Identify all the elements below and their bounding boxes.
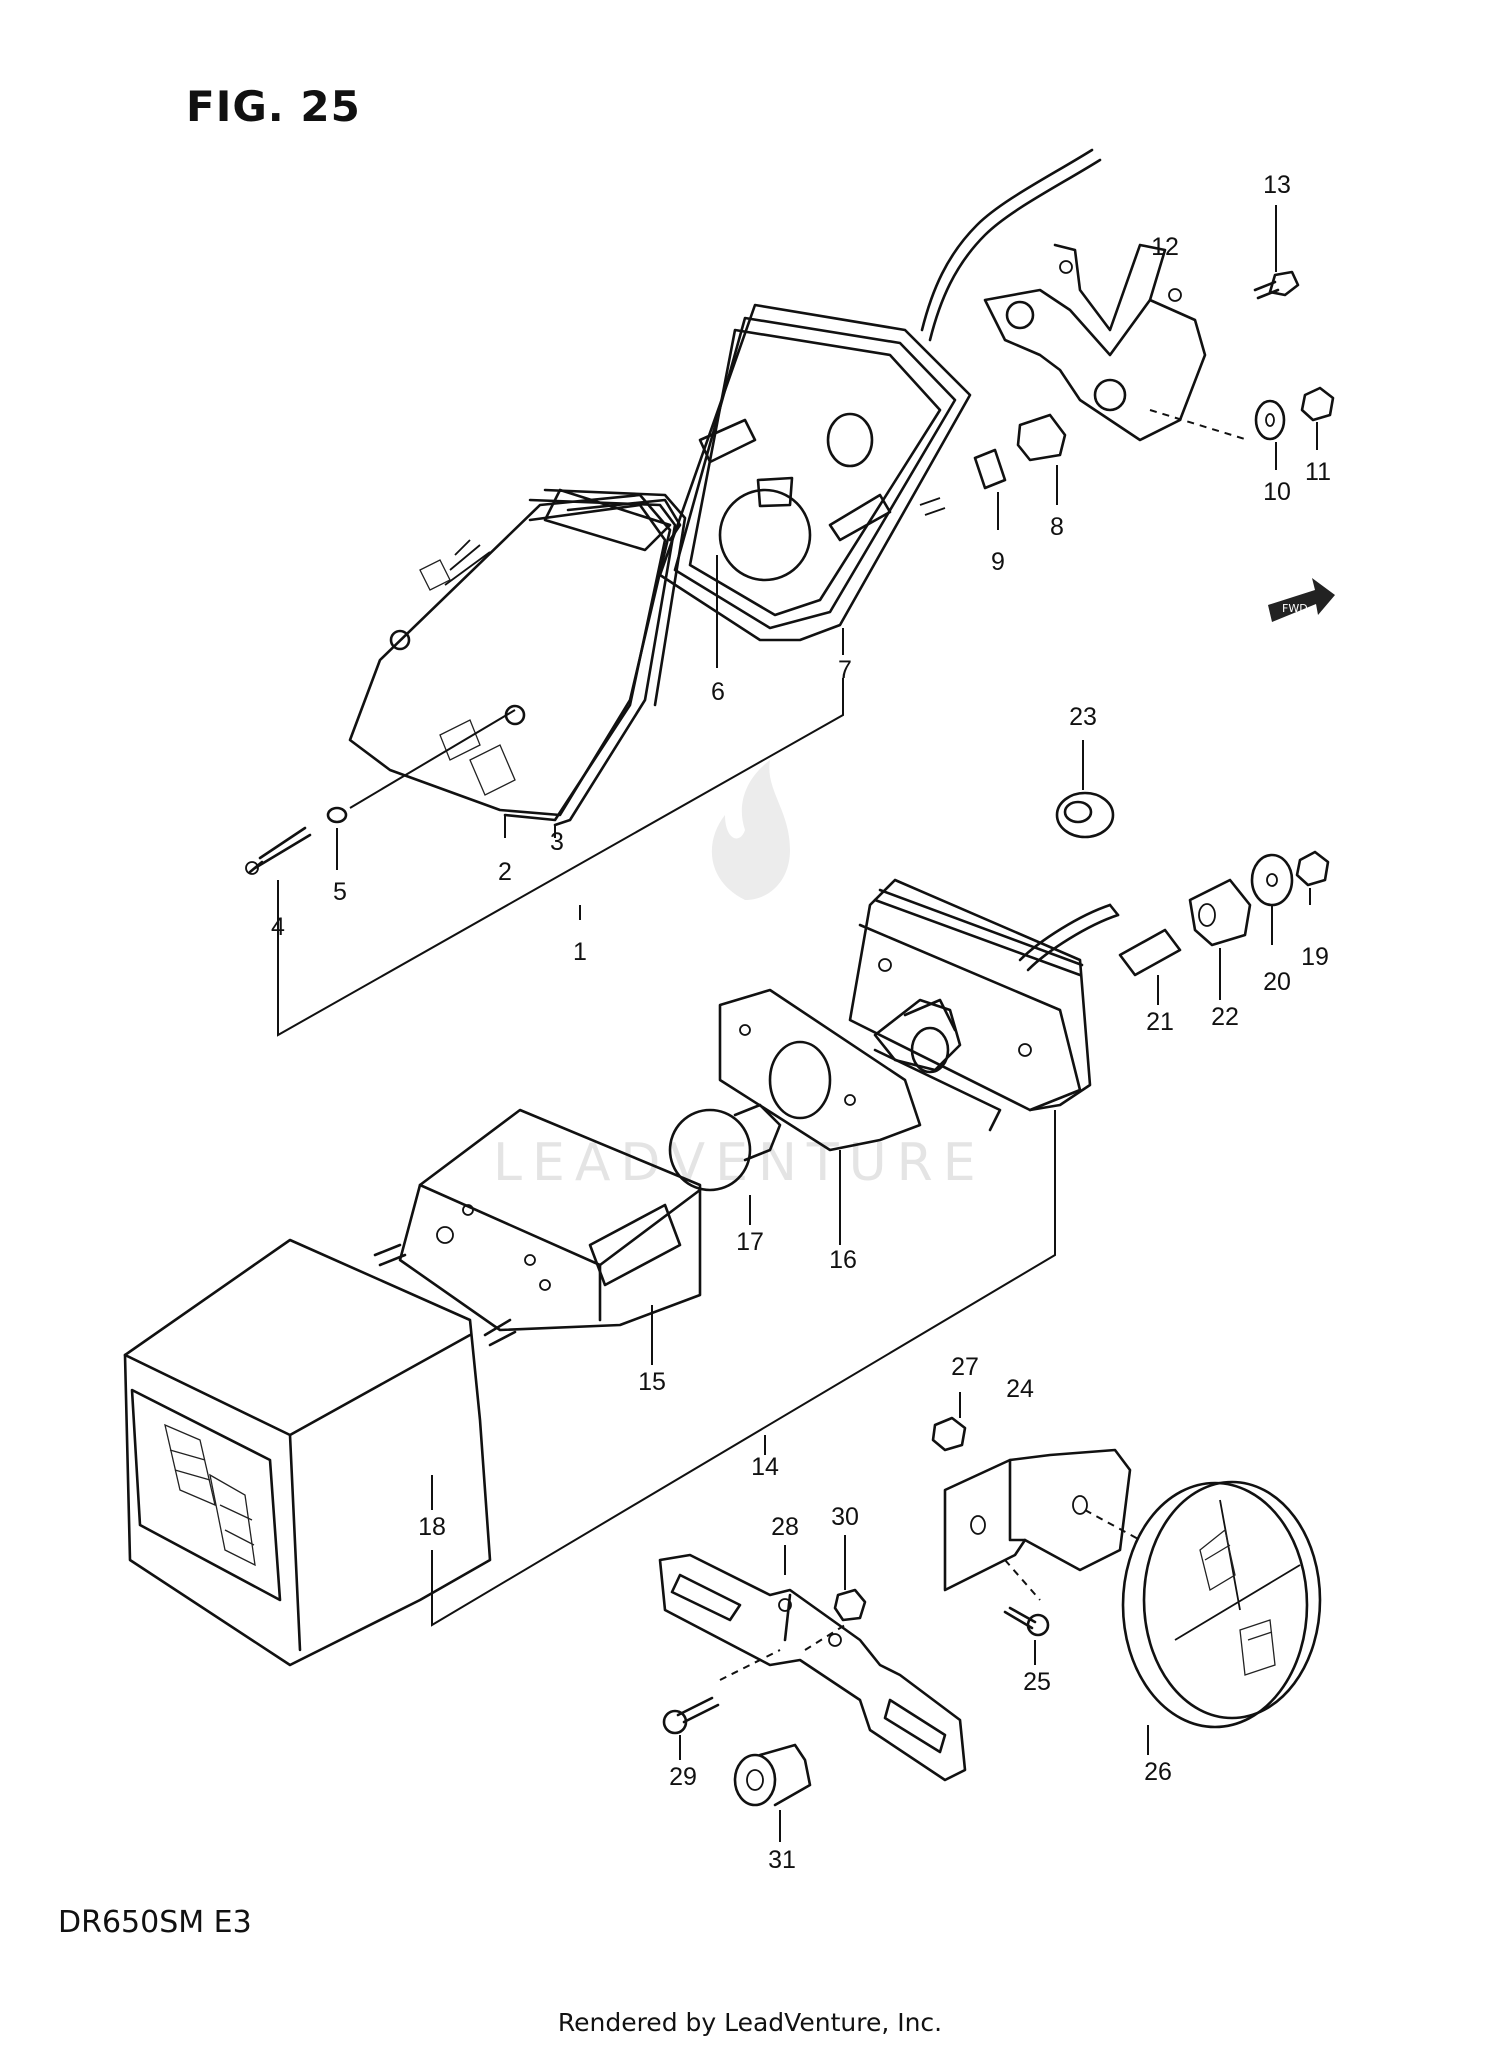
nut-11 bbox=[1300, 386, 1335, 422]
callout-17: 17 bbox=[736, 1228, 764, 1256]
callout-13: 13 bbox=[1263, 171, 1291, 199]
callout-7: 7 bbox=[838, 656, 852, 684]
callout-2: 2 bbox=[498, 858, 512, 886]
lens-gasket bbox=[528, 488, 687, 827]
callout-25: 25 bbox=[1023, 1668, 1051, 1696]
callout-18: 18 bbox=[418, 1513, 446, 1541]
watermark-text: LEADVENTURE bbox=[493, 1133, 986, 1193]
reflector-bracket-24 bbox=[943, 1448, 1132, 1592]
callout-20: 20 bbox=[1263, 968, 1291, 996]
callout-26: 26 bbox=[1144, 1758, 1172, 1786]
collar-21 bbox=[1118, 928, 1182, 977]
callout-27: 27 bbox=[951, 1353, 979, 1381]
figure-title: FIG. 25 bbox=[186, 82, 361, 131]
callout-24: 24 bbox=[1006, 1375, 1034, 1403]
callout-8: 8 bbox=[1050, 513, 1064, 541]
bulb-17 bbox=[668, 1103, 782, 1192]
grommet-8 bbox=[1016, 413, 1067, 462]
tail-lens-18 bbox=[123, 1238, 517, 1667]
rear-reflector-26 bbox=[1121, 1480, 1322, 1729]
washer bbox=[326, 806, 348, 824]
callout-1: 1 bbox=[573, 938, 587, 966]
callout-31: 31 bbox=[768, 1846, 796, 1874]
bulb-socket bbox=[873, 998, 962, 1074]
grommet-22 bbox=[1188, 878, 1252, 947]
callout-12: 12 bbox=[1151, 233, 1179, 261]
callout-30: 30 bbox=[831, 1503, 859, 1531]
lamp-housing bbox=[658, 303, 972, 642]
lens-screw bbox=[248, 826, 312, 874]
model-code: DR650SM E3 bbox=[58, 1905, 252, 1940]
callout-29: 29 bbox=[669, 1763, 697, 1791]
callout-28: 28 bbox=[771, 1513, 799, 1541]
mount-bracket bbox=[983, 243, 1207, 442]
washer-20 bbox=[1250, 853, 1294, 907]
bolt-13 bbox=[1253, 280, 1280, 300]
cushion-31 bbox=[733, 1743, 812, 1807]
callout-4: 4 bbox=[271, 913, 285, 941]
lamp-lens bbox=[348, 488, 682, 822]
callout-15: 15 bbox=[638, 1368, 666, 1396]
callout-21: 21 bbox=[1146, 1008, 1174, 1036]
screw-29 bbox=[676, 1696, 720, 1724]
forward-arrow-label: FWD bbox=[1282, 602, 1308, 615]
callout-23: 23 bbox=[1069, 703, 1097, 731]
callout-22: 22 bbox=[1211, 1003, 1239, 1031]
license-bracket-28 bbox=[658, 1553, 967, 1782]
footer-credit: Rendered by LeadVenture, Inc. bbox=[557, 2008, 943, 2037]
lamp-reflector-15 bbox=[398, 1108, 702, 1332]
wire-harness bbox=[928, 158, 1102, 342]
tail-lamp-base bbox=[848, 878, 1120, 1132]
callout-16: 16 bbox=[829, 1246, 857, 1274]
callout-11: 11 bbox=[1305, 458, 1331, 486]
nut-27 bbox=[931, 1416, 967, 1452]
lamp-gasket-16 bbox=[718, 988, 922, 1152]
collar-9 bbox=[973, 448, 1007, 490]
callout-14: 14 bbox=[751, 1453, 779, 1481]
callout-9: 9 bbox=[991, 548, 1005, 576]
nut-30 bbox=[833, 1588, 867, 1622]
callout-10: 10 bbox=[1263, 478, 1291, 506]
callout-labels: 1 2 3 4 5 6 7 8 9 10 11 12 13 14 15 16 1… bbox=[271, 171, 1331, 1874]
callout-6: 6 bbox=[711, 678, 725, 706]
washer-10 bbox=[1254, 399, 1286, 441]
wire-harness-edge bbox=[920, 148, 1094, 332]
nut-19 bbox=[1295, 850, 1330, 887]
callout-19: 19 bbox=[1301, 943, 1329, 971]
callout-3: 3 bbox=[550, 828, 564, 856]
callout-5: 5 bbox=[333, 878, 347, 906]
bulb bbox=[718, 488, 812, 582]
forward-arrow-icon: FWD bbox=[1268, 578, 1335, 622]
grommet-23 bbox=[1055, 791, 1115, 839]
